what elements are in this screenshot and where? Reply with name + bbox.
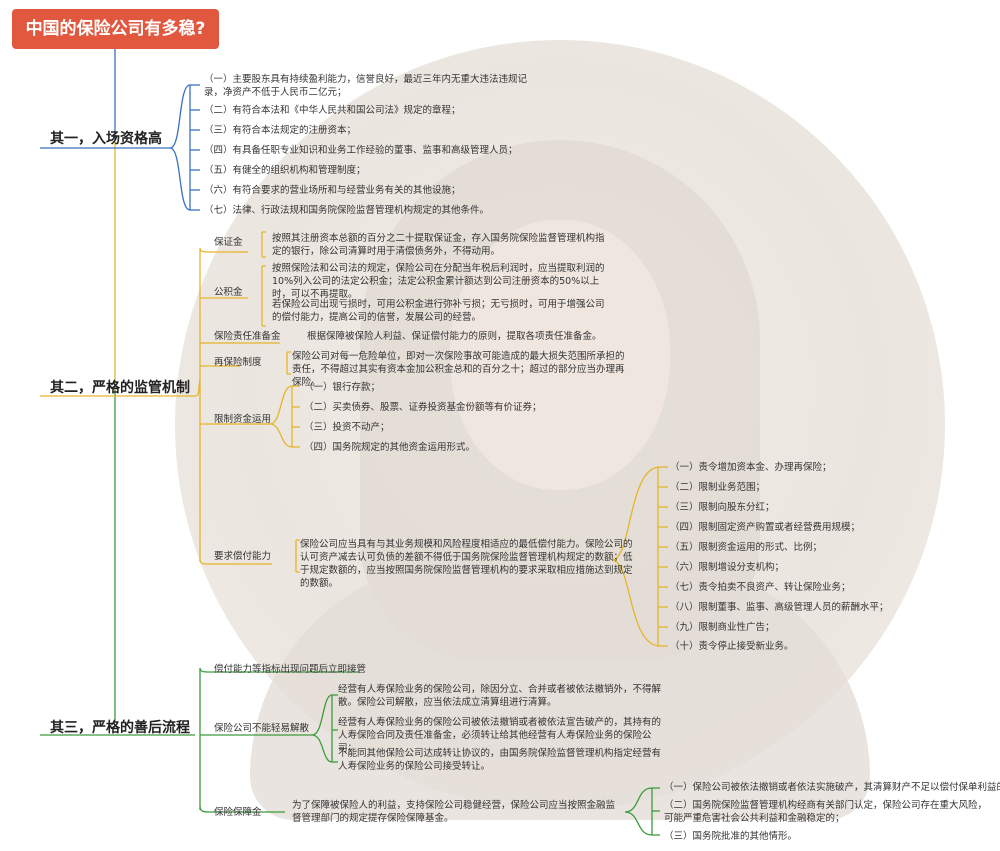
- branch1-item-2: （二）有符合本法和《中华人民共和国公司法》规定的章程；: [204, 105, 461, 116]
- guarantee-label[interactable]: 保证金: [214, 237, 243, 248]
- branch1-item-6: （六）有符合要求的营业场所和与经营业务有关的其他设施；: [204, 185, 461, 196]
- branch3-label[interactable]: 其三，严格的善后流程: [50, 720, 190, 736]
- fund-item-2: （二）国务院保险监督管理机构经商有关部门认定，保险公司存在重大风险，可能严重危害…: [664, 800, 988, 824]
- funds-item-4: （四）国务院规定的其他资金运用形式。: [304, 442, 476, 453]
- solvency-text: 保险公司应当具有与其业务规模和风险程度相适应的最低偿付能力。保险公司的认可资产减…: [300, 539, 633, 589]
- branch1-label[interactable]: 其一，入场资格高: [50, 131, 162, 147]
- branch1-item-1: （一）主要股东具有持续盈利能力，信誉良好，最近三年内无重大违法违规记录，净资产不…: [204, 74, 528, 98]
- reserve-label[interactable]: 公积金: [214, 287, 243, 298]
- liability-text: 根据保障被保险人利益、保证偿付能力的原则，提取各项责任准备金。: [307, 331, 602, 342]
- solvency-label[interactable]: 要求偿付能力: [214, 551, 272, 562]
- branch1-item-5: （五）有健全的组织机构和管理制度；: [204, 165, 366, 176]
- measure-1: （一）责令增加资本金、办理再保险；: [670, 462, 832, 473]
- funds-label[interactable]: 限制资金运用: [214, 414, 272, 425]
- fund-label[interactable]: 保险保障金: [214, 807, 262, 818]
- no-dissolve-label[interactable]: 保险公司不能轻易解散: [214, 723, 310, 734]
- measure-4: （四）限制固定资产购置或者经营费用规模；: [670, 522, 861, 533]
- liability-label[interactable]: 保险责任准备金: [214, 331, 281, 342]
- measure-8: （八）限制董事、监事、高级管理人员的薪酬水平；: [670, 602, 889, 613]
- branch1-item-7: （七）法律、行政法规和国务院保险监督管理机构规定的其他条件。: [204, 205, 490, 216]
- reinsurance-label[interactable]: 再保险制度: [214, 357, 262, 368]
- measure-6: （六）限制增设分支机构；: [670, 562, 785, 573]
- background-portrait-shoulders: [250, 560, 870, 820]
- measure-2: （二）限制业务范围；: [670, 482, 766, 493]
- measure-3: （三）限制向股东分红；: [670, 502, 775, 513]
- takeover-label[interactable]: 偿付能力等指标出现问题后立即接管: [214, 664, 367, 675]
- funds-item-3: （三）投资不动产；: [304, 422, 390, 433]
- guarantee-text: 按照其注册资本总额的百分之二十提取保证金，存入国务院保险监督管理机构指定的银行，…: [272, 233, 605, 257]
- funds-item-1: （一）银行存款；: [304, 382, 381, 393]
- branch1-item-4: （四）有具备任职专业知识和业务工作经验的董事、监事和高级管理人员；: [204, 145, 518, 156]
- no-dissolve-item-2: 经营有人寿保险业务的保险公司被依法撤销或者被依法宣告破产的，其持有的人寿保险合同…: [338, 717, 662, 754]
- fund-item-1: （一）保险公司被依法撤销或者依法实施破产，其清算财产不足以偿付保单利益的；: [664, 782, 1000, 793]
- background-portrait-face: [450, 220, 670, 490]
- branch2-label[interactable]: 其二，严格的监管机制: [50, 380, 190, 396]
- no-dissolve-item-3: 不能同其他保险公司达成转让协议的，由国务院保险监督管理机构指定经营有人寿保险业务…: [338, 748, 662, 772]
- reserve-text-1: 按照保险法和公司法的规定，保险公司在分配当年税后利润时，应当提取利润的10%列入…: [272, 263, 605, 300]
- reinsurance-text: 保险公司对每一危险单位，即对一次保险事故可能造成的最大损失范围所承担的责任，不得…: [292, 351, 625, 388]
- measure-5: （五）限制资金运用的形式、比例；: [670, 542, 823, 553]
- fund-item-3: （三）国务院批准的其他情形。: [664, 831, 798, 842]
- reserve-text-2: 若保险公司出现亏损时，可用公积金进行弥补亏损；无亏损时，可用于增强公司的偿付能力…: [272, 299, 605, 323]
- measure-10: （十）责令停止接受新业务。: [670, 641, 794, 652]
- measure-9: （九）限制商业性广告；: [670, 622, 775, 633]
- fund-text: 为了保障被保险人的利益，支持保险公司稳健经营，保险公司应当按照金融监督管理部门的…: [292, 800, 616, 824]
- root-title[interactable]: 中国的保险公司有多稳?: [12, 9, 219, 49]
- measure-7: （七）责令拍卖不良资产、转让保险业务；: [670, 582, 851, 593]
- funds-item-2: （二）买卖债券、股票、证券投资基金份额等有价证券；: [304, 402, 542, 413]
- branch1-item-3: （三）有符合本法规定的注册资本；: [204, 125, 357, 136]
- no-dissolve-item-1: 经营有人寿保险业务的保险公司，除因分立、合并或者被依法撤销外，不得解散。保险公司…: [338, 684, 662, 708]
